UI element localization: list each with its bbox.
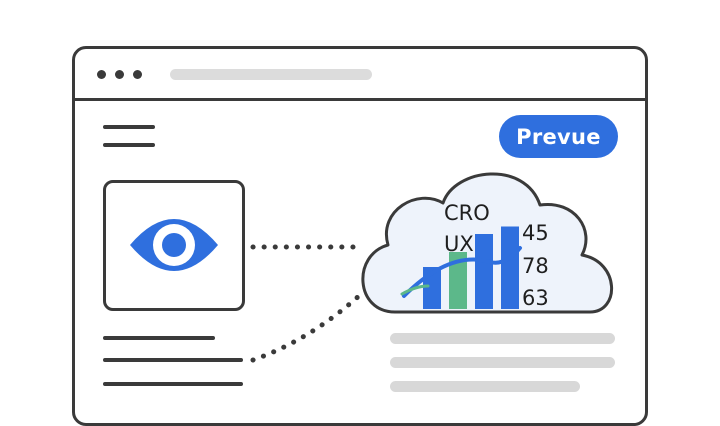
cloud-metric-1: 45 — [522, 221, 549, 245]
chart-bar-4 — [501, 226, 519, 309]
content-line-1 — [390, 333, 615, 344]
menu-icon-line-2[interactable] — [103, 143, 155, 147]
cloud-label-cro: CRO — [444, 201, 490, 225]
window-dot-3[interactable] — [133, 70, 142, 79]
brand-badge[interactable]: Prevue — [499, 115, 618, 158]
chart-bar-3 — [475, 234, 493, 309]
content-line-3 — [390, 381, 580, 392]
text-line-2 — [103, 358, 243, 362]
overlay-graphics — [250, 172, 614, 363]
window-dot-1[interactable] — [97, 70, 106, 79]
text-line-3 — [103, 382, 243, 386]
trend-accent — [400, 284, 430, 296]
titlebar-divider — [72, 98, 648, 101]
dotted-connector-text — [250, 292, 363, 363]
eye-card — [103, 180, 245, 311]
content-line-2 — [390, 357, 615, 368]
cloud-metric-3: 63 — [522, 286, 549, 310]
chart-bar-2 — [449, 252, 467, 309]
menu-icon-line-1[interactable] — [103, 125, 155, 129]
window-dot-2[interactable] — [115, 70, 124, 79]
cloud-metric-2: 78 — [522, 254, 549, 278]
eye-icon — [130, 219, 218, 271]
trend-line — [402, 246, 522, 298]
bar-chart — [423, 226, 519, 309]
cloud-label-ux: UX — [444, 232, 474, 256]
text-line-1 — [103, 336, 215, 340]
address-bar[interactable] — [170, 69, 372, 80]
